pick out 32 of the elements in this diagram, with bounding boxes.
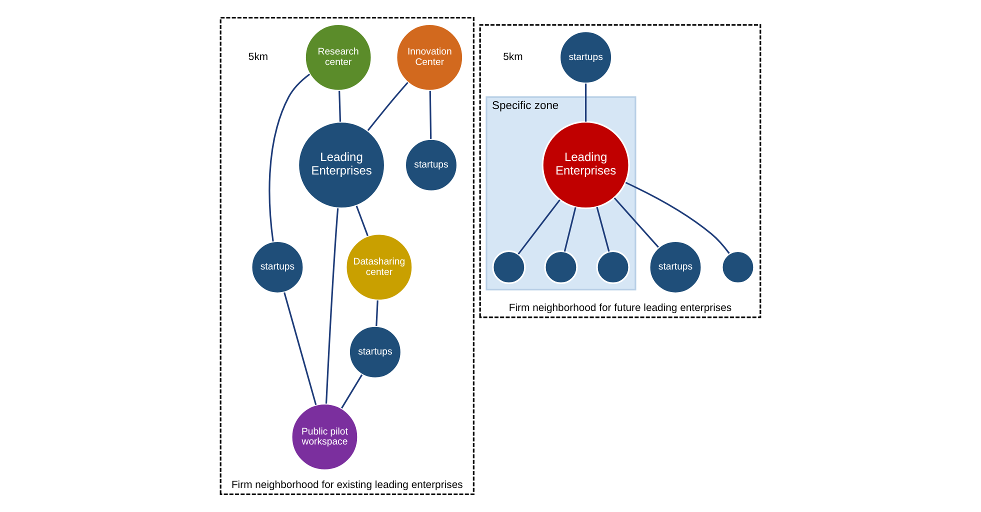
- connector: [625, 182, 730, 254]
- node-circle: startups: [250, 240, 304, 294]
- label: 5km: [248, 52, 268, 64]
- connector: [325, 208, 339, 404]
- node-circle: [492, 250, 526, 284]
- connector: [356, 206, 368, 236]
- node-circle: Innovation Center: [396, 23, 464, 92]
- connector: [585, 84, 587, 122]
- node-circle: startups: [558, 30, 613, 84]
- connector: [614, 197, 659, 248]
- node-circle: Public pilot workspace: [290, 402, 359, 472]
- label: 5km: [503, 52, 523, 64]
- connector: [596, 206, 610, 252]
- node-circle: Leading Enterprises: [298, 121, 386, 210]
- connector: [376, 300, 378, 326]
- connector: [564, 207, 576, 252]
- node-circle: [544, 250, 578, 284]
- node-circle: startups: [648, 240, 702, 294]
- connector: [367, 82, 408, 131]
- connector: [284, 292, 317, 406]
- connector: [429, 90, 432, 139]
- node-circle: Leading Enterprises: [542, 121, 630, 210]
- node-circle: [596, 250, 630, 284]
- connector: [268, 74, 310, 242]
- connector: [518, 199, 560, 255]
- node-circle: startups: [404, 138, 458, 192]
- node-circle: Research center: [304, 23, 372, 92]
- connector: [338, 90, 342, 122]
- node-circle: startups: [348, 325, 402, 379]
- node-circle: Datasharing center: [345, 233, 414, 302]
- node-circle: [721, 250, 755, 284]
- connector: [341, 374, 363, 409]
